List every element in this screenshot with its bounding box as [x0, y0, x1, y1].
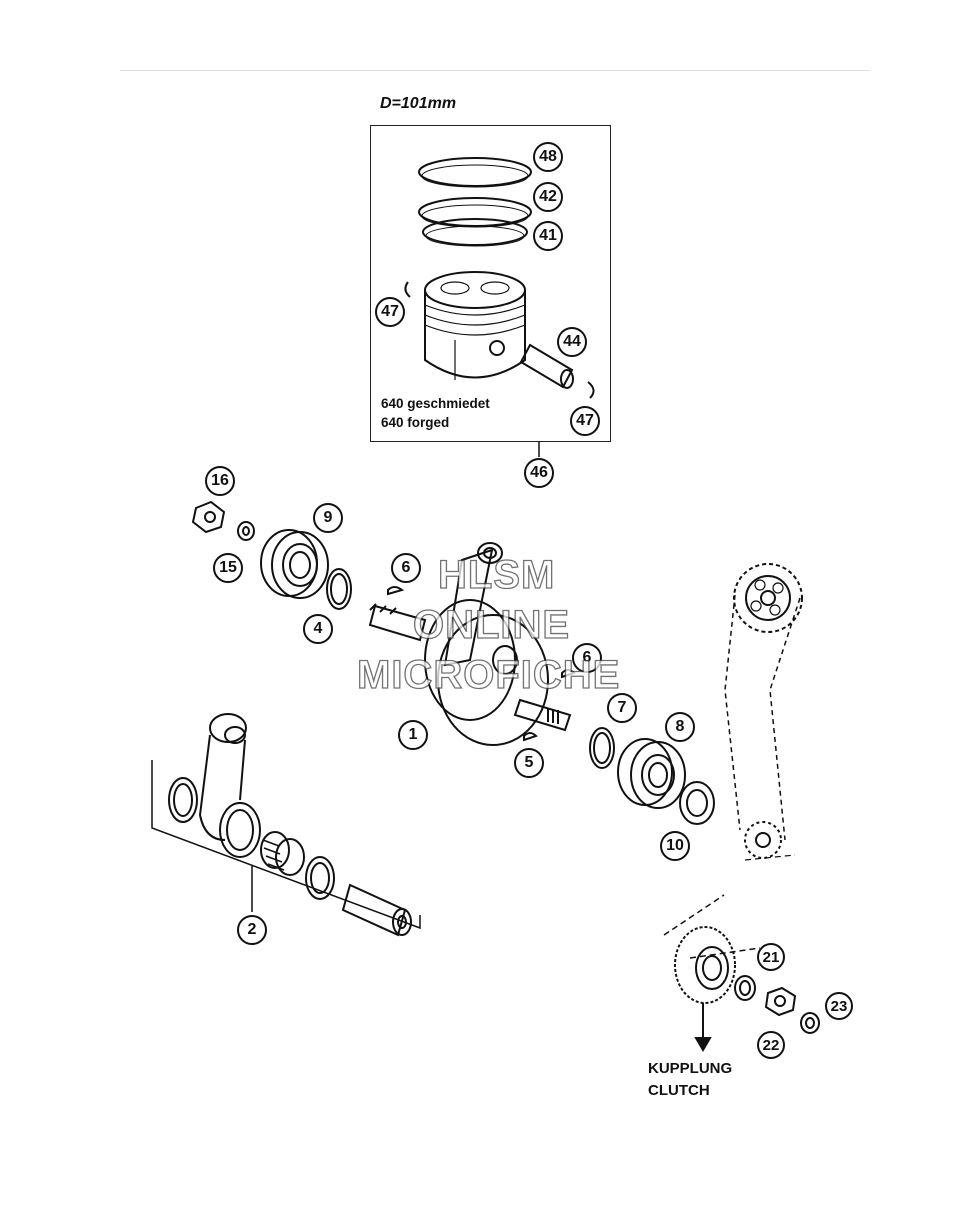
piston-kit-box — [370, 125, 611, 442]
watermark-line-1: HLSM — [437, 552, 556, 597]
shim-4 — [326, 568, 352, 610]
piston-ring-48 — [418, 157, 532, 188]
top-divider — [120, 70, 870, 71]
clutch-label: KUPPLUNG CLUTCH — [648, 1058, 732, 1102]
circlip-left — [404, 281, 411, 298]
callout-1: 1 — [398, 720, 428, 750]
callout-6-lower: 6 — [572, 643, 602, 673]
nut-22 — [764, 986, 797, 1017]
callout-7: 7 — [607, 693, 637, 723]
piston-diameter-label: D=101mm — [380, 95, 457, 112]
callout-41: 41 — [533, 221, 563, 251]
crankshaft — [368, 542, 572, 746]
callout-22: 22 — [757, 1031, 785, 1059]
callout-21: 21 — [757, 943, 785, 971]
callout-48: 48 — [533, 142, 563, 172]
thrust-washer-left — [168, 777, 198, 823]
washer-23 — [800, 1012, 820, 1034]
callout-16: 16 — [205, 466, 235, 496]
clutch-arrow — [694, 1003, 712, 1052]
primary-gear — [674, 926, 736, 1004]
camshaft-sprocket — [733, 563, 803, 633]
callout-9: 9 — [313, 503, 343, 533]
clutch-label-english: CLUTCH — [648, 1082, 710, 1099]
woodruff-key-6a — [387, 586, 405, 596]
callout-42: 42 — [533, 182, 563, 212]
primary-gear — [663, 894, 761, 959]
nut-16 — [191, 500, 226, 534]
crank-sprocket — [744, 821, 782, 859]
callout-23: 23 — [825, 992, 853, 1020]
callout-10: 10 — [660, 831, 690, 861]
clutch-label-german: KUPPLUNG — [648, 1060, 733, 1077]
callout-44: 44 — [557, 327, 587, 357]
shim-7 — [589, 727, 615, 769]
timing-chain — [724, 594, 801, 841]
callout-5: 5 — [514, 748, 544, 778]
piston-ring-41 — [422, 218, 528, 247]
callout-15: 15 — [213, 553, 243, 583]
conrod-bracket — [151, 760, 421, 930]
callout-2: 2 — [237, 915, 267, 945]
connecting-rod — [198, 713, 261, 858]
piston-note-german: 640 geschmiedet — [381, 396, 490, 411]
watermark-line-2: ONLINE — [412, 602, 571, 647]
bearing-8 — [617, 738, 686, 809]
needle-bearing — [260, 831, 305, 876]
callout-8: 8 — [665, 712, 695, 742]
piston-note-english: 640 forged — [381, 415, 450, 430]
callout-47-right: 47 — [570, 406, 600, 436]
thrust-washer-right — [305, 856, 335, 900]
crank-pin — [341, 883, 412, 937]
callout-47-left: 47 — [375, 297, 405, 327]
spacer-21 — [734, 975, 756, 1001]
piston — [424, 271, 526, 380]
callout-6-upper: 6 — [391, 553, 421, 583]
washer-15 — [237, 521, 255, 541]
alignment-line — [744, 854, 796, 861]
seal-10 — [679, 781, 715, 825]
callout-4: 4 — [303, 614, 333, 644]
watermark-line-3: MICROFICHE — [356, 652, 621, 697]
callout-46: 46 — [524, 458, 554, 488]
piston-pin — [519, 343, 574, 389]
woodruff-key-5 — [523, 732, 538, 742]
woodruff-key-6b — [561, 669, 576, 679]
circlip-right — [587, 381, 595, 399]
bearing-9 — [260, 529, 329, 599]
